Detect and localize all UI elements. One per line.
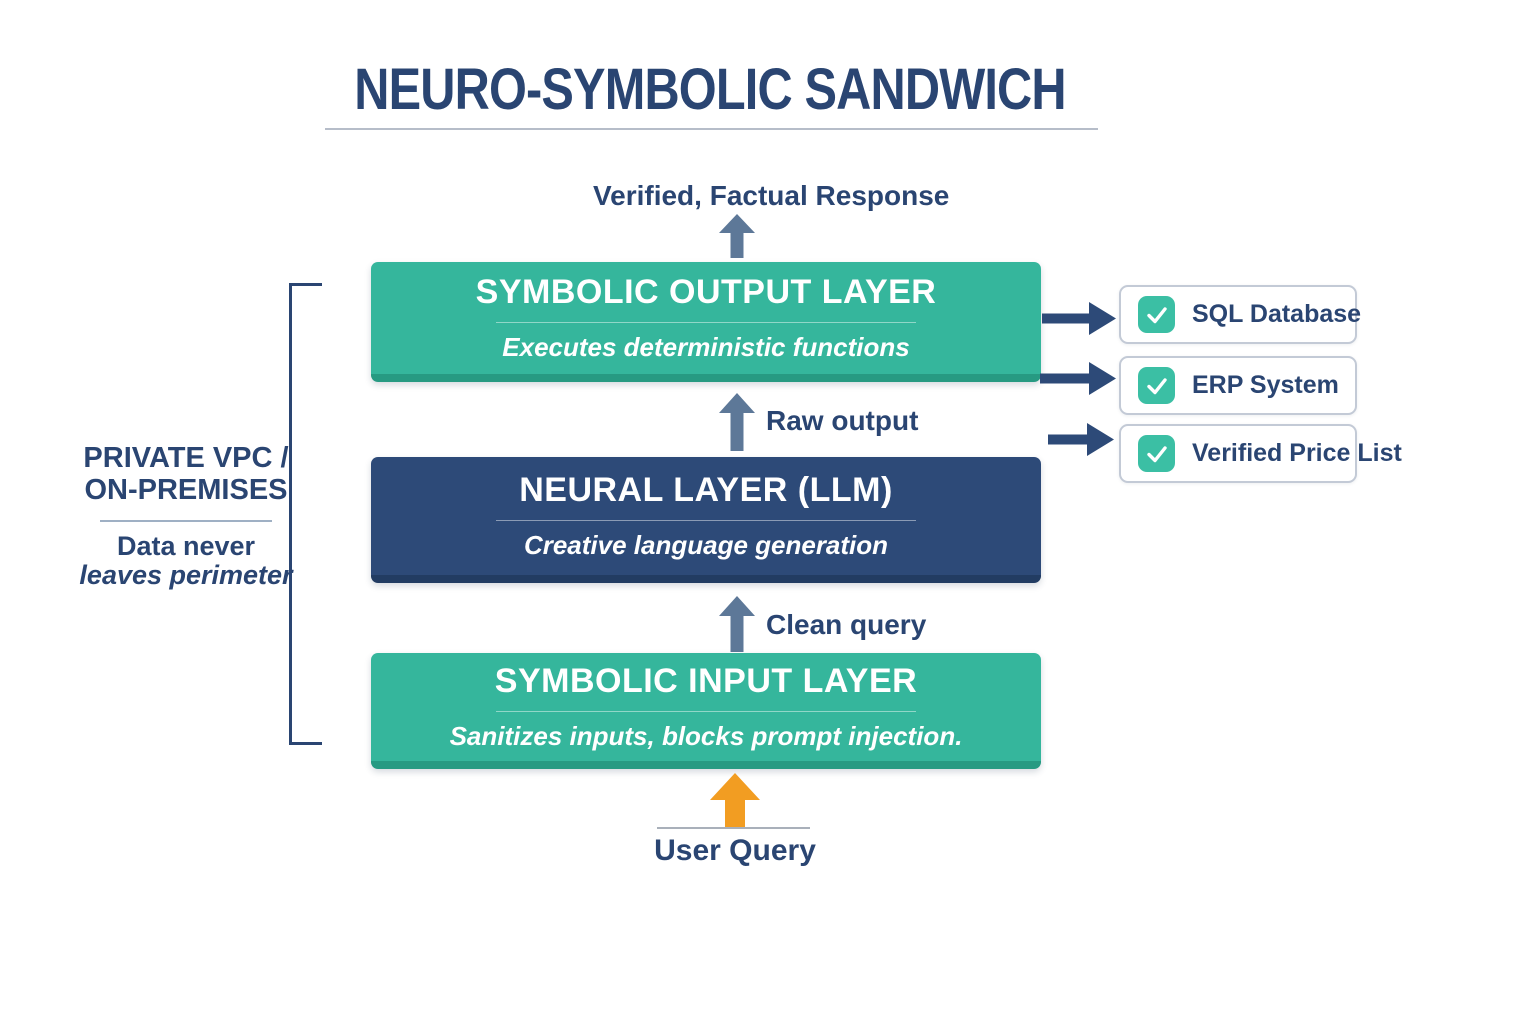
symbolic-output-layer-box: SYMBOLIC OUTPUT LAYER Executes determini…: [371, 262, 1041, 382]
arrow-up-raw-output-icon: [719, 393, 755, 451]
integration-label: SQL Database: [1192, 300, 1362, 328]
symbolic-output-layer-subtitle: Executes deterministic functions: [502, 332, 910, 362]
arrow-up-verified-response-icon: [719, 214, 755, 258]
perimeter-title-line2: ON-PREMISES: [84, 474, 288, 507]
symbolic-input-layer-subtitle: Sanitizes inputs, blocks prompt injectio…: [449, 721, 963, 751]
arrow-up-user-query-icon: [710, 773, 760, 828]
integration-erp-system: ERP System: [1119, 356, 1357, 415]
perimeter-divider: [100, 519, 272, 522]
layer-divider: [496, 322, 916, 323]
layer-divider: [496, 520, 916, 521]
title-underline: [325, 128, 1098, 130]
layer-divider: [496, 711, 916, 712]
symbolic-input-layer-title: SYMBOLIC INPUT LAYER: [494, 662, 918, 700]
perimeter-title-line1: PRIVATE VPC /: [83, 442, 289, 474]
user-query-baseline: [657, 827, 810, 829]
symbolic-output-layer-title: SYMBOLIC OUTPUT LAYER: [475, 273, 937, 311]
verified-response-label: Verified, Factual Response: [593, 180, 950, 211]
clean-query-label: Clean query: [766, 609, 927, 640]
raw-output-label: Raw output: [766, 405, 919, 436]
check-icon: [1138, 435, 1175, 472]
integration-label: Verified Price List: [1192, 439, 1402, 467]
perimeter-note-line1: Data never: [116, 530, 256, 561]
integration-label: ERP System: [1192, 371, 1339, 399]
symbolic-input-layer-box: SYMBOLIC INPUT LAYER Sanitizes inputs, b…: [371, 653, 1041, 769]
arrow-up-clean-query-icon: [719, 596, 755, 652]
integration-sql-database: SQL Database: [1119, 285, 1361, 344]
neural-layer-title: NEURAL LAYER (LLM): [519, 471, 893, 509]
page-title: NEURO-SYMBOLIC SANDWICH: [354, 57, 1066, 122]
check-icon: [1138, 296, 1175, 333]
perimeter-annotation: PRIVATE VPC / ON-PREMISES Data never lea…: [60, 442, 312, 591]
arrow-right-erp-system-icon: [1040, 362, 1116, 395]
perimeter-note-line2: leaves perimeter: [79, 560, 293, 591]
arrow-right-sql-database-icon: [1042, 302, 1116, 335]
integration-verified-price-list: Verified Price List: [1119, 424, 1402, 483]
arrow-right-verified-price-list-icon: [1048, 423, 1114, 456]
perimeter-bracket: [289, 283, 322, 745]
neural-layer-box: NEURAL LAYER (LLM) Creative language gen…: [371, 457, 1041, 583]
user-query-label: User Query: [654, 834, 816, 867]
check-icon: [1138, 367, 1175, 404]
neural-layer-subtitle: Creative language generation: [523, 530, 889, 560]
